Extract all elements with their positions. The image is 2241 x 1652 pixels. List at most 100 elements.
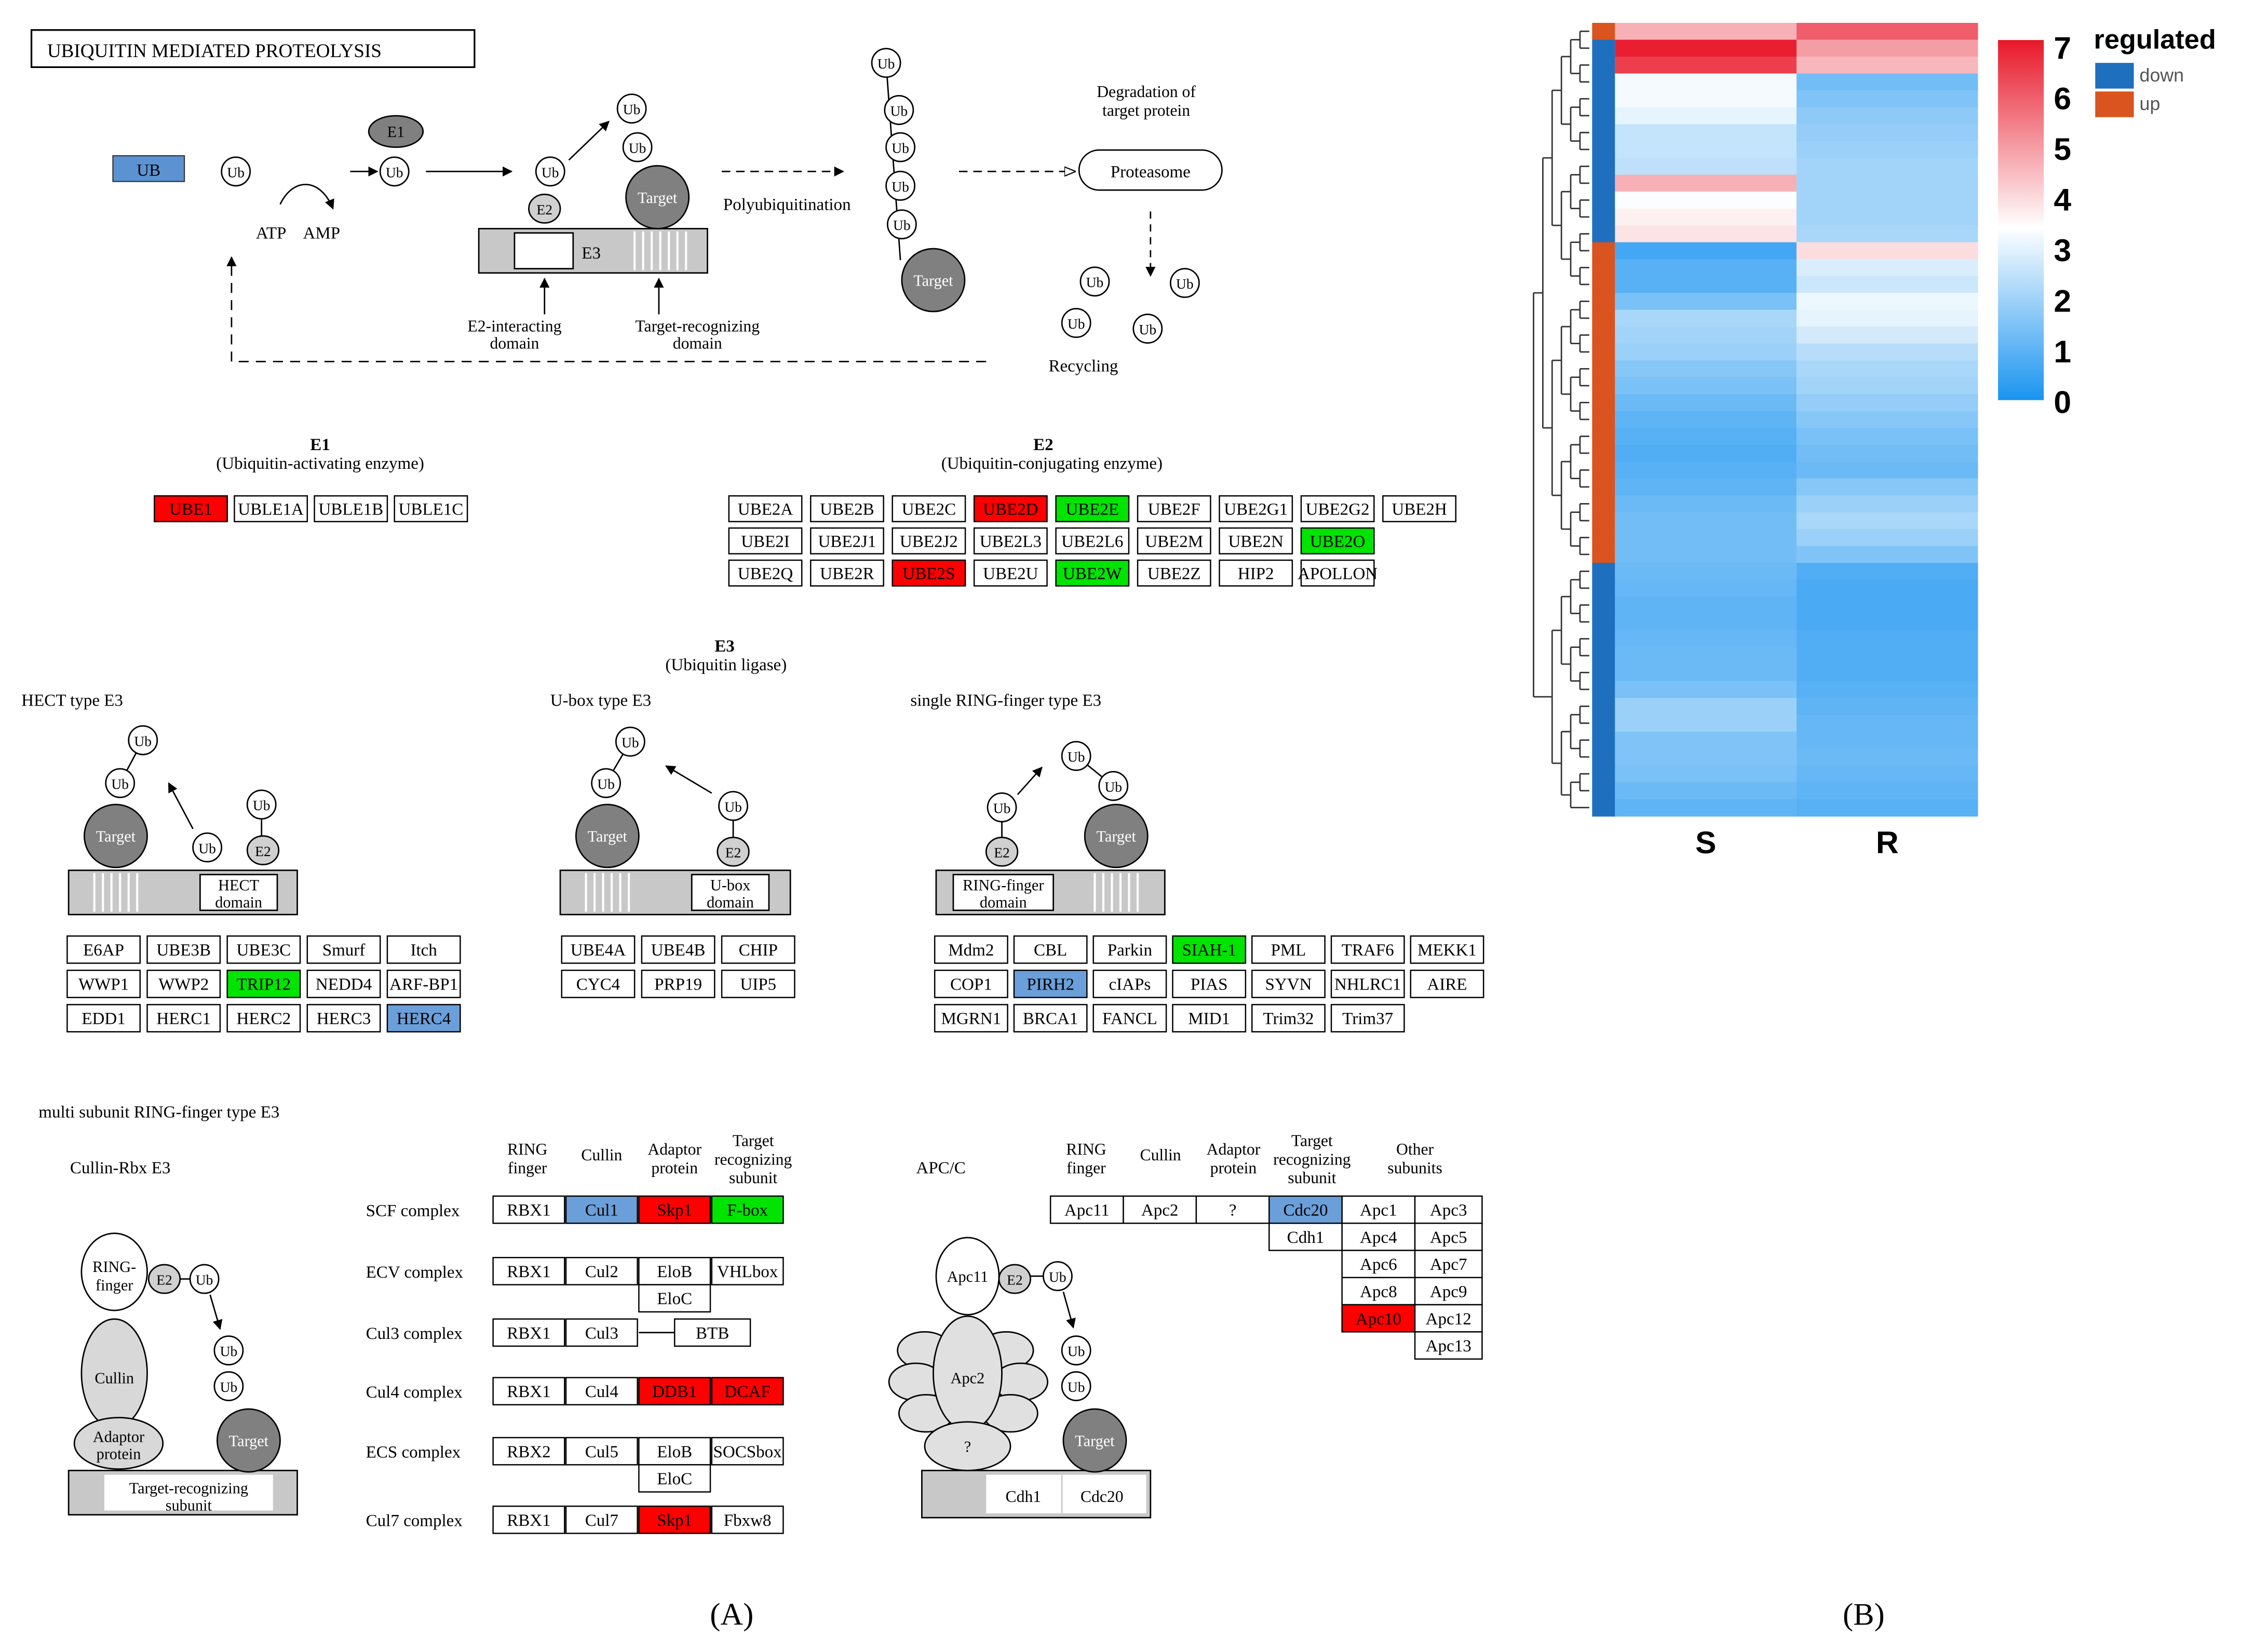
gene-box-ube2g1[interactable]: UBE2G1 [1219,495,1293,522]
gene-box-ube2g2[interactable]: UBE2G2 [1300,495,1375,522]
gene-box-fbxw8[interactable]: Fbxw8 [711,1505,784,1534]
gene-box-ube3c[interactable]: UBE3C [226,935,301,964]
gene-box-arf-bp1[interactable]: ARF-BP1 [386,969,461,998]
gene-box-cul1[interactable]: Cul1 [565,1195,638,1224]
gene-box-ube2f[interactable]: UBE2F [1137,495,1211,522]
gene-box-ube2e[interactable]: UBE2E [1055,495,1130,522]
gene-box-rbx1[interactable]: RBX1 [492,1377,565,1405]
gene-box-chip[interactable]: CHIP [721,935,795,964]
gene-box-apc6[interactable]: Apc6 [1341,1250,1416,1279]
gene-box-rbx1[interactable]: RBX1 [492,1257,565,1285]
gene-box-apc12[interactable]: Apc12 [1414,1304,1483,1333]
gene-box-trim32[interactable]: Trim32 [1251,1004,1326,1033]
gene-box-apc10[interactable]: Apc10 [1341,1304,1416,1333]
gene-box-apc11[interactable]: Apc11 [1049,1195,1124,1224]
gene-box-mid1[interactable]: MID1 [1172,1004,1247,1033]
gene-box-uble1c[interactable]: UBLE1C [394,495,468,522]
gene-box-apc1[interactable]: Apc1 [1341,1195,1416,1224]
gene-box-cul2[interactable]: Cul2 [565,1257,638,1285]
gene-box-ube2m[interactable]: UBE2M [1137,527,1211,554]
gene-box-unknown[interactable]: ? [1195,1195,1270,1224]
gene-box-apc2[interactable]: Apc2 [1123,1195,1197,1224]
gene-box-ciaps[interactable]: cIAPs [1092,969,1167,998]
gene-box-dcaf[interactable]: DCAF [711,1377,784,1405]
gene-box-trim37[interactable]: Trim37 [1330,1004,1405,1033]
gene-box-eloc[interactable]: EloC [638,1464,711,1493]
gene-box-siah-1[interactable]: SIAH-1 [1172,935,1247,964]
gene-box-ube2r[interactable]: UBE2R [810,559,884,587]
gene-box-fancl[interactable]: FANCL [1092,1004,1167,1033]
gene-box-hip2[interactable]: HIP2 [1219,559,1293,587]
gene-box-cop1[interactable]: COP1 [934,969,1008,998]
gene-box-uble1b[interactable]: UBLE1B [314,495,388,522]
gene-box-ube2w[interactable]: UBE2W [1055,559,1130,587]
gene-box-rbx1[interactable]: RBX1 [492,1195,565,1224]
gene-box-pirh2[interactable]: PIRH2 [1013,969,1088,998]
gene-box-uip5[interactable]: UIP5 [721,969,795,998]
gene-box-itch[interactable]: Itch [386,935,461,964]
gene-box-ube2j1[interactable]: UBE2J1 [810,527,884,554]
gene-box-ube2q[interactable]: UBE2Q [728,559,803,587]
gene-box-e6ap[interactable]: E6AP [66,935,141,964]
gene-box-ube4a[interactable]: UBE4A [561,935,636,964]
gene-box-herc3[interactable]: HERC3 [306,1004,381,1033]
gene-box-trip12[interactable]: TRIP12 [226,969,301,998]
gene-box-ube2u[interactable]: UBE2U [973,559,1048,587]
gene-box-f-box[interactable]: F-box [711,1195,784,1224]
gene-box-edd1[interactable]: EDD1 [66,1004,141,1033]
gene-box-elob[interactable]: EloB [638,1437,711,1466]
gene-box-wwp1[interactable]: WWP1 [66,969,141,998]
gene-box-ube2j2[interactable]: UBE2J2 [892,527,966,554]
gene-box-cbl[interactable]: CBL [1013,935,1088,964]
gene-box-mekk1[interactable]: MEKK1 [1410,935,1484,964]
gene-box-vhlbox[interactable]: VHLbox [711,1257,784,1285]
gene-box-ube2a[interactable]: UBE2A [728,495,803,522]
gene-box-ube1[interactable]: UBE1 [154,495,228,522]
gene-box-nedd4[interactable]: NEDD4 [306,969,381,998]
gene-box-ube2n[interactable]: UBE2N [1219,527,1293,554]
gene-box-cul7[interactable]: Cul7 [565,1505,638,1534]
gene-box-herc2[interactable]: HERC2 [226,1004,301,1033]
ub-gene-box[interactable] [112,155,185,182]
gene-box-eloc[interactable]: EloC [638,1284,711,1313]
gene-box-ube2c[interactable]: UBE2C [892,495,966,522]
gene-box-mdm2[interactable]: Mdm2 [934,935,1008,964]
gene-box-rbx1[interactable]: RBX1 [492,1318,565,1347]
gene-box-aire[interactable]: AIRE [1410,969,1484,998]
gene-box-apc5[interactable]: Apc5 [1414,1222,1483,1251]
gene-box-cdh1[interactable]: Cdh1 [1268,1222,1343,1251]
gene-box-ube2d[interactable]: UBE2D [973,495,1048,522]
gene-box-nhlrc1[interactable]: NHLRC1 [1330,969,1405,998]
gene-box-apc4[interactable]: Apc4 [1341,1222,1416,1251]
gene-box-herc1[interactable]: HERC1 [146,1004,221,1033]
gene-box-skp1[interactable]: Skp1 [638,1505,711,1534]
gene-box-smurf[interactable]: Smurf [306,935,381,964]
gene-box-socsbox[interactable]: SOCSbox [711,1437,784,1466]
gene-box-apc7[interactable]: Apc7 [1414,1250,1483,1279]
gene-box-ube2i[interactable]: UBE2I [728,527,803,554]
gene-box-ube4b[interactable]: UBE4B [641,935,716,964]
gene-box-pml[interactable]: PML [1251,935,1326,964]
gene-box-rbx2[interactable]: RBX2 [492,1437,565,1466]
gene-box-ube2h[interactable]: UBE2H [1382,495,1456,522]
gene-box-parkin[interactable]: Parkin [1092,935,1167,964]
gene-box-rbx1[interactable]: RBX1 [492,1505,565,1534]
gene-box-apc9[interactable]: Apc9 [1414,1277,1483,1306]
gene-box-traf6[interactable]: TRAF6 [1330,935,1405,964]
gene-box-cul4[interactable]: Cul4 [565,1377,638,1405]
gene-box-apc8[interactable]: Apc8 [1341,1277,1416,1306]
gene-box-wwp2[interactable]: WWP2 [146,969,221,998]
gene-box-ube2s[interactable]: UBE2S [892,559,966,587]
gene-box-mgrn1[interactable]: MGRN1 [934,1004,1008,1033]
gene-box-elob[interactable]: EloB [638,1257,711,1285]
gene-box-apollon[interactable]: APOLLON [1298,559,1378,587]
gene-box-ube2z[interactable]: UBE2Z [1137,559,1211,587]
gene-box-pias[interactable]: PIAS [1172,969,1247,998]
gene-box-ddb1[interactable]: DDB1 [638,1377,711,1405]
gene-box-brca1[interactable]: BRCA1 [1013,1004,1088,1033]
gene-box-apc3[interactable]: Apc3 [1414,1195,1483,1224]
gene-box-cyc4[interactable]: CYC4 [561,969,636,998]
gene-box-syvn[interactable]: SYVN [1251,969,1326,998]
gene-box-ube2l6[interactable]: UBE2L6 [1055,527,1130,554]
gene-box-ube2o[interactable]: UBE2O [1300,527,1375,554]
